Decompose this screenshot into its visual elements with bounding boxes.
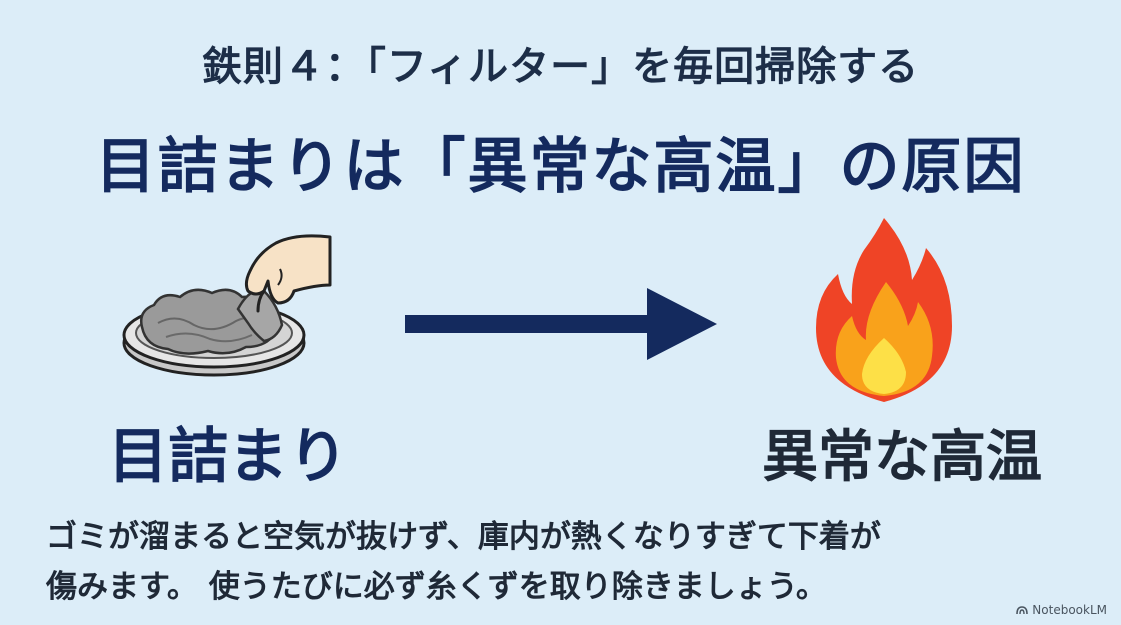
slide-subtitle: 鉄則４：「フィルター」を毎回掃除する [201,44,920,90]
watermark-text: NotebookLM [1032,603,1107,617]
lint-filter-hand-icon [122,234,332,377]
body-text-line: 傷みます。 使うたびに必ず糸くずを取り除きましょう。 [46,569,827,605]
notebooklm-logo-icon [1016,606,1029,615]
fire-icon [816,218,952,402]
cause-label: 目詰まり [108,422,348,492]
right-arrow-icon [405,288,717,360]
body-text: ゴミが溜まると空気が抜けず、庫内が熱くなりすぎて下着が 傷みます。 使うたびに必… [46,512,1086,612]
watermark: NotebookLM [1016,603,1107,617]
effect-label: 異常な高温 [762,425,1042,490]
body-text-line: ゴミが溜まると空気が抜けず、庫内が熱くなりすぎて下着が [46,519,881,555]
slide-title: 目詰まりは「異常な高温」の原因 [95,132,1026,202]
